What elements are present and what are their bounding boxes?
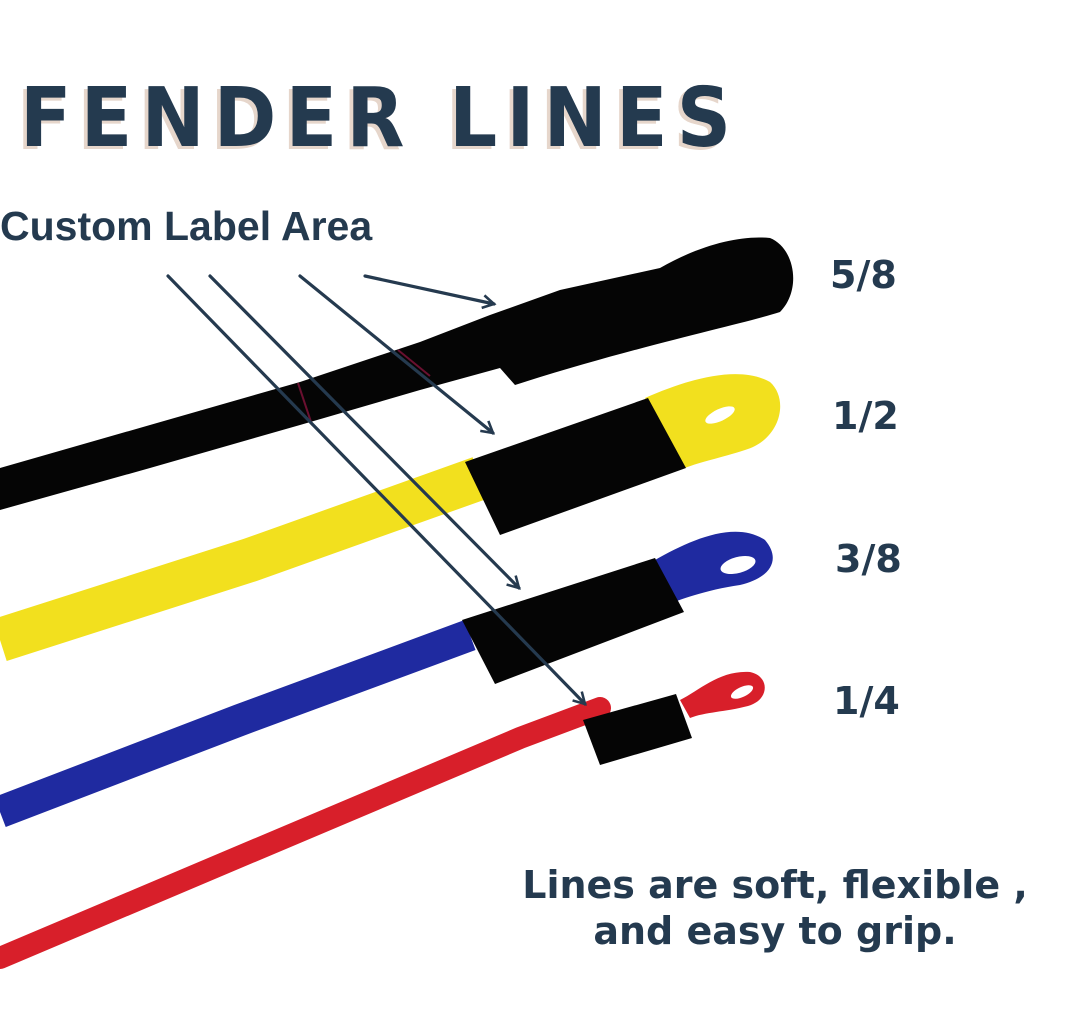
size-label-five-eighths: 5/8 — [830, 253, 897, 297]
size-label-half: 1/2 — [832, 394, 899, 438]
page-title: FENDER LINES — [20, 71, 741, 166]
size-label-three-eighths: 3/8 — [835, 537, 902, 581]
rope-blue-three-eighths — [0, 531, 773, 827]
label-sleeve-red — [583, 694, 692, 765]
caption-line-2: and easy to grip. — [593, 909, 957, 953]
label-sleeve-yellow — [465, 398, 686, 535]
size-label-quarter: 1/4 — [833, 679, 900, 723]
rope-red-quarter — [0, 671, 765, 969]
arrow-to-three-eighths — [208, 274, 521, 590]
arrow-to-quarter — [166, 274, 587, 706]
arrow-to-five-eighths — [363, 274, 497, 310]
rope-black-five-eighths — [0, 237, 794, 510]
caption: Lines are soft, flexible , and easy to g… — [500, 862, 1050, 954]
rope-yellow-half — [0, 374, 781, 661]
caption-line-1: Lines are soft, flexible , — [522, 863, 1028, 907]
custom-label-area-heading: Custom Label Area — [0, 203, 373, 249]
callout-arrows — [166, 274, 587, 706]
arrow-to-half — [298, 274, 496, 435]
label-sleeve-blue — [462, 558, 684, 684]
